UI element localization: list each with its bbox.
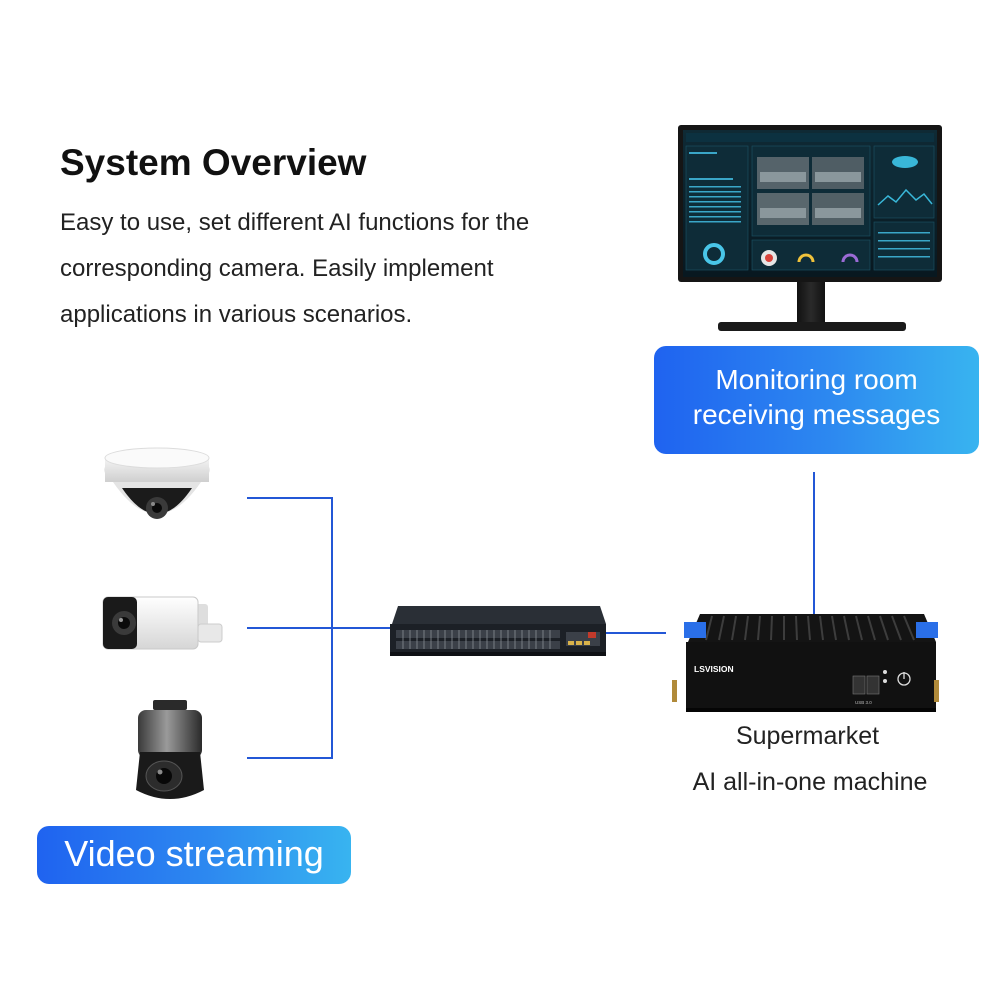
overview-description: Easy to use, set different AI functions … <box>60 200 620 338</box>
description-line-3: applications in various scenarios. <box>60 301 413 328</box>
usb-port-label: USB 3.0 <box>855 700 872 705</box>
monitoring-label-line-2: receiving messages <box>692 399 941 430</box>
video-streaming-label: Video streaming <box>37 826 351 884</box>
machine-caption-line-2: AI all-in-one machine <box>692 768 928 796</box>
network-switch-icon <box>390 606 606 656</box>
machine-caption-line-1: Supermarket <box>735 722 880 750</box>
ptz-camera-icon <box>136 700 204 799</box>
ai-machine-icon: LSVISION USB 3.0 <box>672 614 939 712</box>
connector-lines <box>247 472 815 759</box>
page-title: System Overview <box>60 142 367 183</box>
machine-brand-logo: LSVISION <box>694 664 734 674</box>
description-line-1: Easy to use, set different AI functions … <box>60 209 530 236</box>
dome-camera-icon <box>104 447 210 519</box>
switch-ports <box>396 630 560 649</box>
description-line-2: corresponding camera. Easily implement <box>60 255 494 282</box>
monitoring-label-line-1: Monitoring room <box>715 364 918 395</box>
monitor-icon <box>678 125 942 331</box>
bullet-camera-icon <box>102 596 223 650</box>
monitoring-room-label: Monitoring room receiving messages <box>654 346 979 454</box>
